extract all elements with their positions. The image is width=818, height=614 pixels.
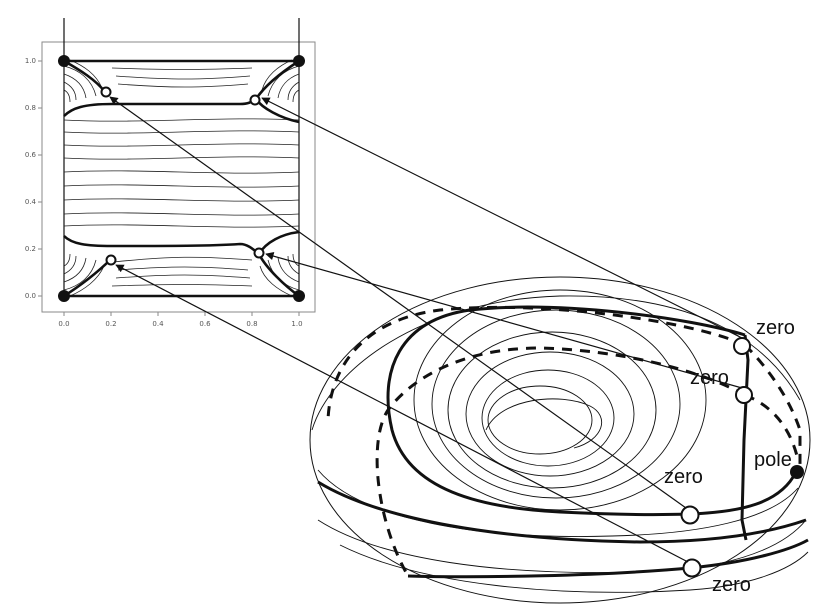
inset-zero-marker — [100, 86, 112, 98]
y-tick-label: 0.0 — [25, 292, 36, 300]
arrow-to-lower-right-zero — [265, 252, 743, 389]
x-tick-label: 1.0 — [291, 320, 302, 328]
pole-label: pole — [754, 449, 792, 471]
inset-plot: 0.0 0.2 0.4 0.6 0.8 1.0 1.0 0.8 0.6 0.4 … — [25, 18, 316, 328]
torus-inner-streamlines — [311, 289, 809, 593]
torus-zero-marker — [680, 505, 700, 525]
inset-zero-marker — [253, 247, 265, 259]
torus-outline — [309, 276, 811, 604]
arrow-to-top-right-zero — [261, 97, 743, 339]
torus-zero-marker — [733, 337, 751, 355]
x-tick-label: 0.6 — [199, 320, 211, 328]
inset-tick-marks — [38, 60, 300, 316]
zero-label: zero — [712, 574, 751, 596]
y-tick-label: 0.2 — [25, 245, 36, 253]
x-tick-label: 0.0 — [58, 320, 69, 328]
inset-streamlines — [63, 59, 300, 297]
zero-label: zero — [664, 466, 703, 488]
torus-zero-marker — [682, 558, 702, 578]
inset-pole-marker — [293, 290, 305, 302]
correspondence-arrows — [109, 96, 743, 563]
arrow-to-top-left-zero — [109, 96, 687, 509]
torus-diagram — [309, 276, 811, 604]
y-tick-label: 0.4 — [25, 198, 37, 206]
torus-zero-marker — [735, 386, 753, 404]
zero-label: zero — [756, 317, 795, 339]
inset-pole-marker — [58, 55, 70, 67]
arrow-to-lower-left-zero — [115, 264, 689, 563]
y-tick-label: 0.6 — [25, 151, 37, 159]
zero-label: zero — [690, 367, 729, 389]
y-tick-label: 1.0 — [25, 57, 36, 65]
x-tick-label: 0.2 — [105, 320, 116, 328]
inset-pole-marker — [293, 55, 305, 67]
x-tick-label: 0.8 — [246, 320, 257, 328]
x-tick-label: 0.4 — [152, 320, 164, 328]
inset-pole-marker — [58, 290, 70, 302]
torus-pole-marker — [790, 465, 804, 479]
inset-zero-marker — [249, 94, 261, 106]
inset-zero-marker — [105, 254, 117, 266]
y-tick-label: 0.8 — [25, 104, 36, 112]
